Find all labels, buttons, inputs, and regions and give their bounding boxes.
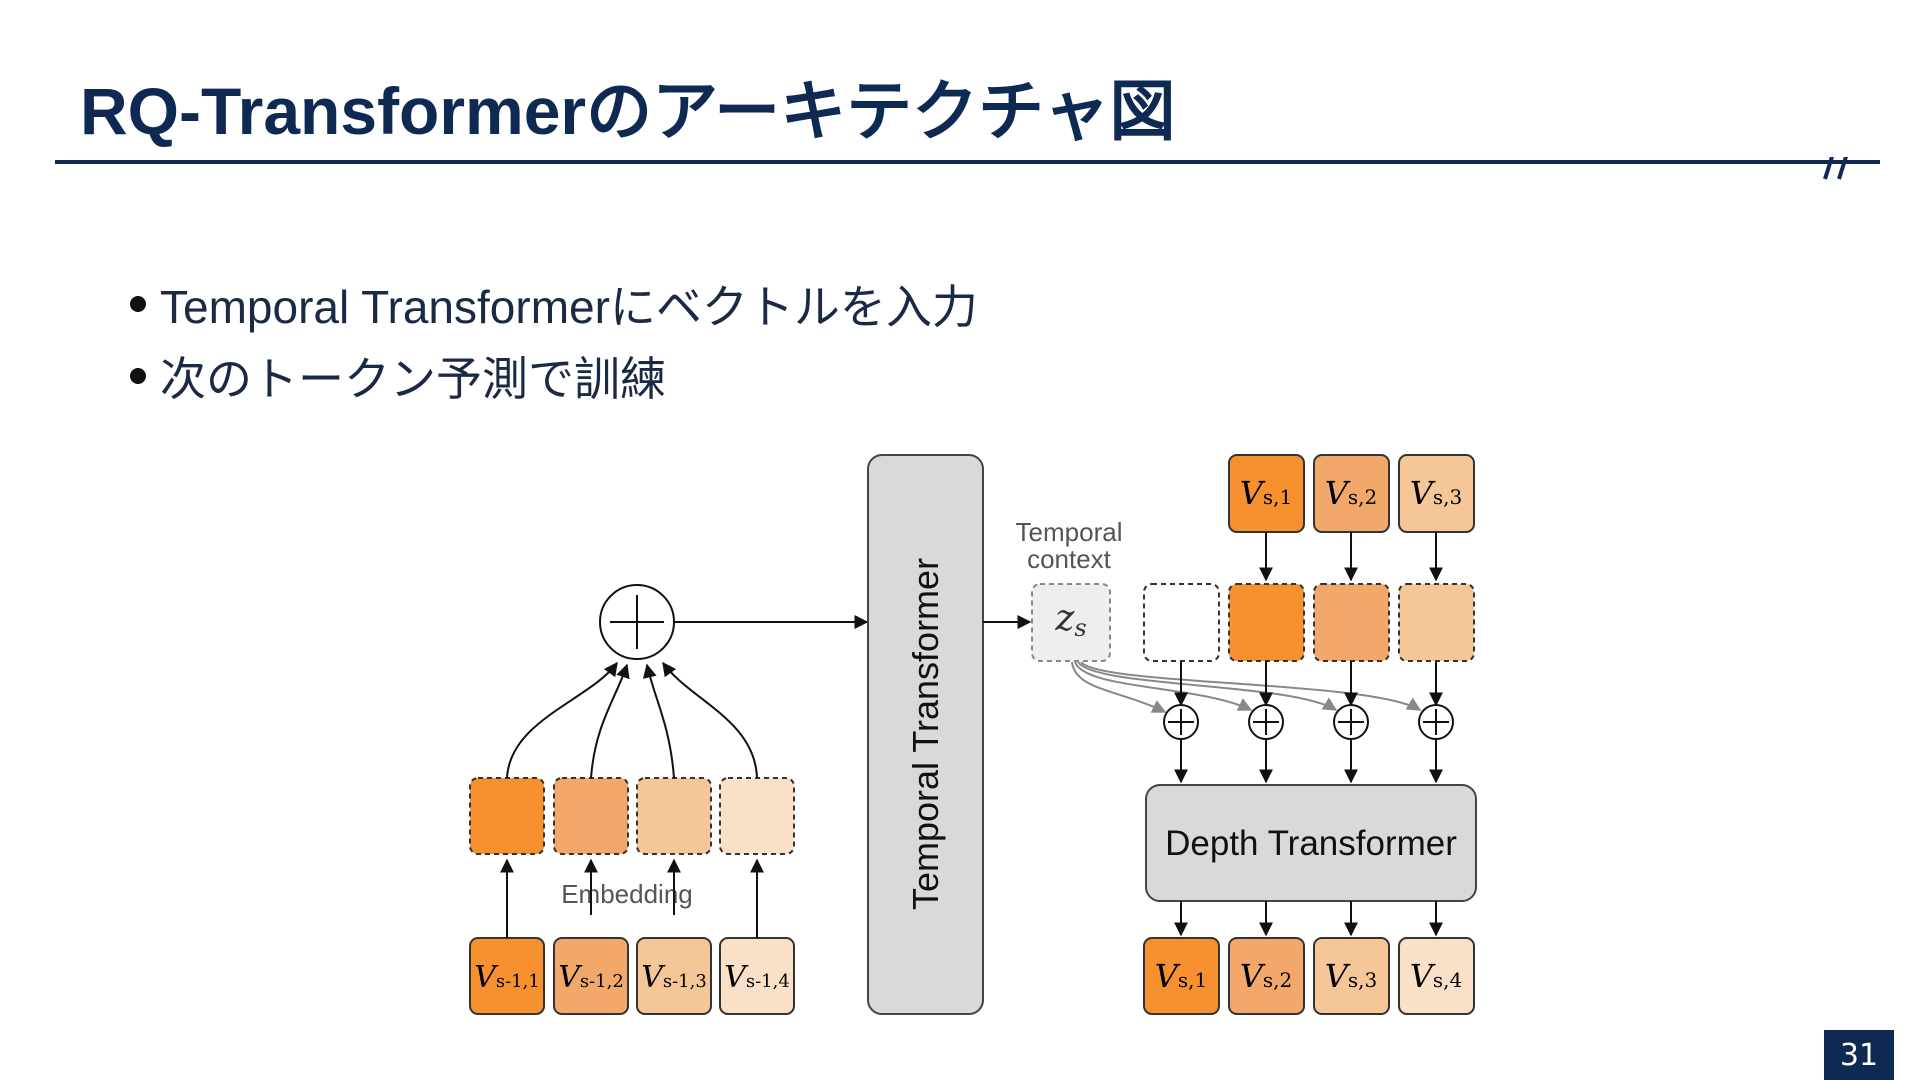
depth-input-code-row: Vs,1 Vs,2 Vs,3 [1228, 454, 1475, 533]
embedding-vector-4 [719, 777, 795, 855]
input-code-3: Vs-1,3 [636, 937, 712, 1015]
depth-sum-nodes [1163, 704, 1454, 740]
input-code-4: Vs-1,4 [719, 937, 795, 1015]
temporal-context-label-line1: Temporal [1016, 517, 1123, 547]
plus-circle-icon [1163, 704, 1199, 740]
svg-text:Vs,3: Vs,3 [1325, 957, 1377, 995]
depth-embedding-3 [1398, 583, 1475, 662]
depth-embedding-2 [1313, 583, 1390, 662]
bullet-item: Temporal Transformerにベクトルを入力 [130, 268, 978, 340]
depth-input-code-2: Vs,2 [1313, 454, 1390, 533]
embedding-label: Embedding [561, 879, 693, 909]
svg-text:Vs,2: Vs,2 [1240, 957, 1292, 995]
svg-text:zs: zs [1054, 598, 1086, 642]
svg-text:Vs-1,1: Vs-1,1 [474, 960, 540, 995]
temporal-context-vector: zs [1031, 583, 1111, 662]
embedding-arrows [500, 858, 764, 938]
temporal-transformer-block: Temporal Transformer [867, 454, 984, 1015]
sum-to-depth-arrows [1174, 739, 1443, 784]
bullet-list: Temporal Transformerにベクトルを入力 次のトークン予測で訓練 [130, 268, 978, 412]
depth-vertical-arrows [1174, 661, 1443, 707]
input-code-2: Vs-1,2 [553, 937, 629, 1015]
plus-circle-icon [1333, 704, 1369, 740]
svg-text:Vs-1,3: Vs-1,3 [641, 960, 707, 995]
plus-circle-icon [1248, 704, 1284, 740]
output-code-1: Vs,1 [1143, 937, 1220, 1015]
bullet-text: 次のトークン予測で訓練 [160, 353, 666, 405]
svg-text:Vs,3: Vs,3 [1410, 474, 1462, 512]
depth-input-code-3: Vs,3 [1398, 454, 1475, 533]
bullet-text: Temporal Transformerにベクトルを入力 [160, 281, 978, 333]
bullet-dot-icon [130, 296, 146, 312]
slide-title: RQ-Transformerのアーキテクチャ図 [80, 74, 1176, 148]
input-code-1: Vs-1,1 [469, 937, 545, 1015]
temporal-context-label-line2: context [1027, 544, 1112, 574]
rule-break-mark [1823, 157, 1834, 180]
start-token-vector [1143, 583, 1220, 662]
output-code-4: Vs,4 [1398, 937, 1475, 1015]
output-code-row: Vs,1 Vs,2 Vs,3 Vs,4 [1143, 937, 1475, 1015]
input-code-row: Vs-1,1 Vs-1,2 Vs-1,3 Vs-1,4 [469, 937, 795, 1015]
embedding-vector-row [469, 777, 795, 855]
output-code-3: Vs,3 [1313, 937, 1390, 1015]
depth-embedding-1 [1228, 583, 1305, 662]
depth-output-arrows [1174, 901, 1443, 937]
bullet-dot-icon [130, 368, 146, 384]
page-number-badge: 31 [1824, 1030, 1894, 1080]
embedding-vector-3 [636, 777, 712, 855]
depth-input-code-1: Vs,1 [1228, 454, 1305, 533]
sum-node-icon [599, 584, 675, 660]
sum-arrows [506, 661, 758, 779]
plus-circle-icon [1418, 704, 1454, 740]
svg-text:Vs-1,4: Vs-1,4 [724, 960, 790, 995]
embedding-vector-1 [469, 777, 545, 855]
context-broadcast-arrows [1071, 661, 1422, 713]
output-code-2: Vs,2 [1228, 937, 1305, 1015]
svg-text:Vs-1,2: Vs-1,2 [558, 960, 624, 995]
depth-transformer-block: Depth Transformer [1145, 784, 1477, 902]
bullet-item: 次のトークン予測で訓練 [130, 340, 978, 412]
depth-embedding-arrows [1259, 532, 1443, 582]
temporal-transformer-label: Temporal Transformer [905, 558, 946, 910]
svg-text:Vs,4: Vs,4 [1410, 957, 1462, 995]
embedding-vector-2 [553, 777, 629, 855]
title-underline [55, 157, 1880, 180]
svg-text:Vs,1: Vs,1 [1240, 474, 1292, 512]
svg-text:Vs,2: Vs,2 [1325, 474, 1377, 512]
svg-text:Vs,1: Vs,1 [1155, 957, 1207, 995]
depth-embedding-row [1143, 583, 1475, 662]
depth-transformer-label: Depth Transformer [1165, 824, 1457, 863]
